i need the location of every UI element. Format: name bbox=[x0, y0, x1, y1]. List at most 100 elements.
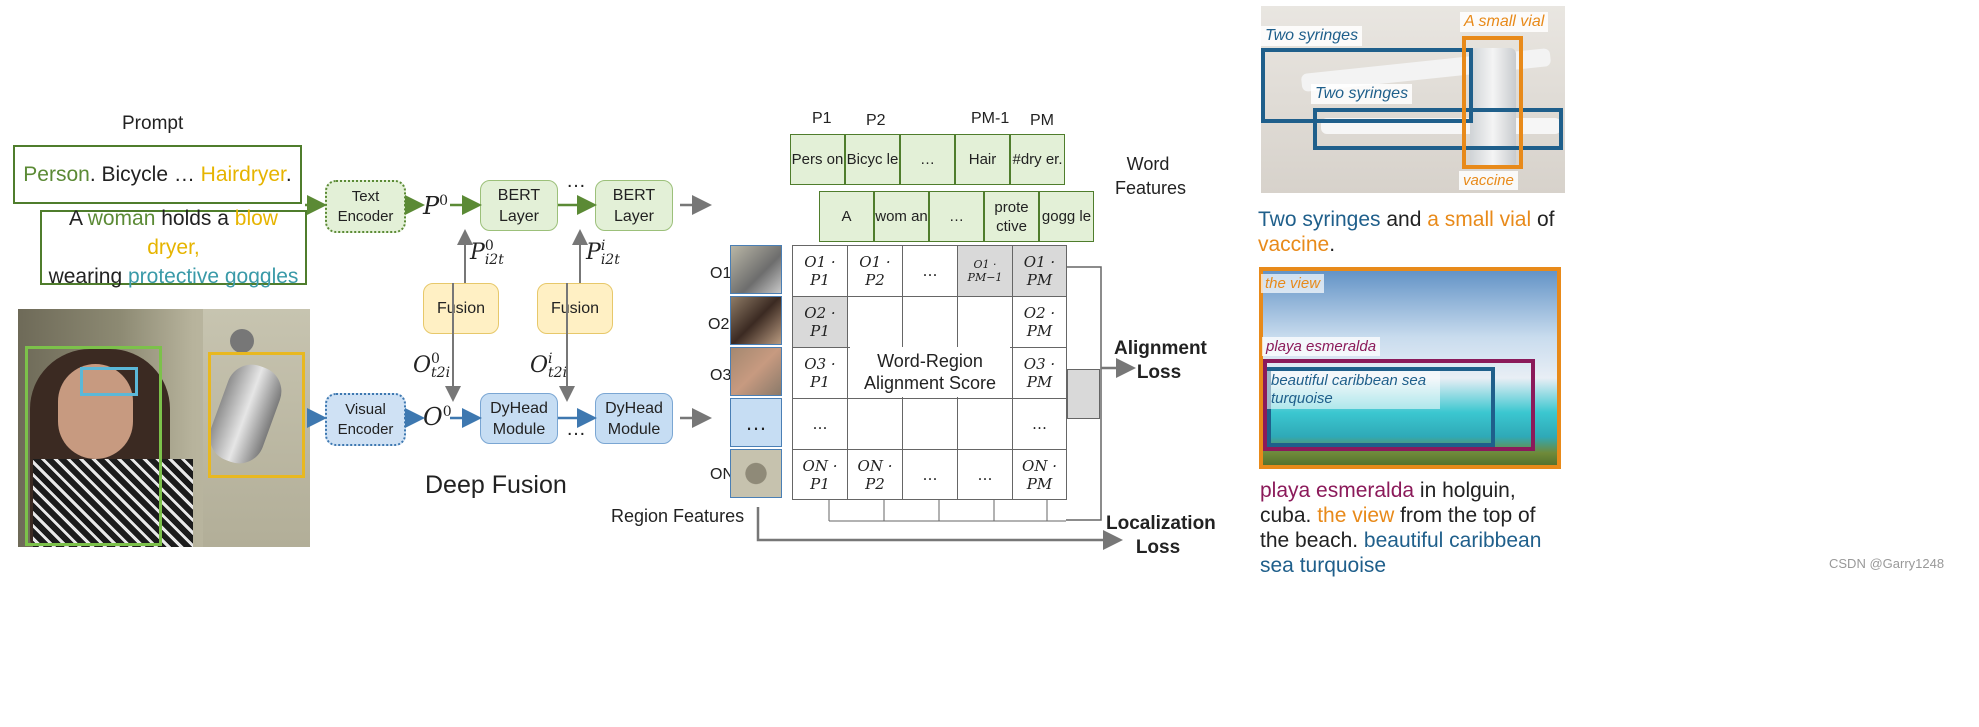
o-label-1: O1 bbox=[710, 265, 732, 282]
bbox-person bbox=[25, 346, 162, 546]
word-cell: Hair bbox=[955, 134, 1010, 185]
bbox-goggles bbox=[80, 367, 138, 396]
alignment-score-label: Word-Region Alignment Score bbox=[850, 347, 1010, 397]
matrix-cell: … bbox=[792, 398, 848, 450]
prompt-word-goggles: protective goggles bbox=[127, 265, 299, 288]
word-cell: gogg le bbox=[1039, 191, 1094, 242]
bbox-syringe-2 bbox=[1313, 108, 1563, 150]
region-features-label: Region Features bbox=[611, 506, 745, 526]
prompt-word-hairdryer: Hairdryer bbox=[200, 163, 286, 186]
bbox-syringe-1 bbox=[1261, 48, 1473, 123]
region-crop-ellipsis: … bbox=[730, 398, 782, 447]
matrix-cell: O3 · P1 bbox=[792, 347, 848, 399]
matrix-cell: ON · P1 bbox=[792, 449, 848, 500]
visual-encoder-label: Visual Encoder bbox=[337, 400, 394, 438]
matrix-cell bbox=[957, 398, 1013, 450]
matrix-cell bbox=[902, 398, 958, 450]
matrix-cell bbox=[957, 296, 1013, 348]
p-label-2: P2 bbox=[866, 112, 886, 129]
matrix-cell: ON · PM bbox=[1012, 449, 1067, 500]
matrix-cell: … bbox=[957, 449, 1013, 500]
tag-the-view: the view bbox=[1261, 274, 1325, 293]
matrix-cell: O2 · PM bbox=[1012, 296, 1067, 348]
bbox-the-view bbox=[1259, 267, 1561, 469]
fusion-block-2: Fusion bbox=[537, 283, 613, 334]
label-o0: O0 bbox=[423, 403, 452, 431]
prompt-word-woman: woman bbox=[87, 207, 156, 230]
matrix-cell: O1 · PM−1 bbox=[957, 245, 1013, 297]
tag-vaccine: vaccine bbox=[1459, 171, 1518, 190]
word-features-label: Word Features bbox=[1115, 154, 1187, 198]
bert-layer-2: BERT Layer bbox=[595, 180, 673, 231]
alignment-loss-label: Alignment Loss bbox=[1114, 338, 1207, 383]
visual-encoder: Visual Encoder bbox=[325, 393, 406, 446]
watermark: CSDN @Garry1248 bbox=[1829, 556, 1945, 571]
word-cell: prote ctive bbox=[984, 191, 1039, 242]
word-cell: A bbox=[819, 191, 874, 242]
prompt-text: . Bicycle … bbox=[89, 163, 201, 186]
fusion-block-1: Fusion bbox=[423, 283, 499, 334]
word-cell: … bbox=[929, 191, 984, 242]
matrix-cell: O3 · PM bbox=[1012, 347, 1067, 399]
word-row-1: Pers on Bicyc le … Hair #dry er. bbox=[790, 134, 1065, 185]
dyhead-module-2: DyHead Module bbox=[595, 393, 673, 444]
p-label-m: PM bbox=[1030, 112, 1054, 129]
text-encoder: Text Encoder bbox=[325, 180, 406, 233]
p-label-m-1: PM-1 bbox=[971, 110, 1010, 127]
example-image-1: Two syringes Two syringes A small vial v… bbox=[1261, 6, 1565, 193]
bbox-hairdryer bbox=[208, 352, 305, 478]
prompt-word-person: Person bbox=[23, 163, 90, 186]
o-label-2: O2 bbox=[708, 316, 730, 333]
p-label-1: P1 bbox=[812, 110, 832, 127]
prompt-text: wearing bbox=[48, 265, 128, 288]
text-encoder-label: Text Encoder bbox=[337, 187, 394, 225]
prompt-box-caption: A woman holds a blow dryer, wearing prot… bbox=[40, 207, 307, 288]
alignment-matrix: O1 · P1 O1 · P2 … O1 · PM−1 O1 · PM O2 ·… bbox=[792, 245, 1067, 500]
word-cell: Pers on bbox=[790, 134, 845, 185]
input-photo bbox=[18, 309, 310, 547]
o-label-n: ON bbox=[710, 466, 734, 483]
word-row-2: A wom an … prote ctive gogg le bbox=[819, 191, 1094, 242]
word-cell: Bicyc le bbox=[845, 134, 900, 185]
prompt-title: Prompt bbox=[122, 113, 184, 134]
prompt-text: holds a bbox=[155, 207, 235, 230]
prompt-text: . bbox=[285, 163, 292, 186]
tag-small-vial: A small vial bbox=[1460, 12, 1549, 32]
bbox-playa-esmeralda bbox=[1263, 359, 1535, 451]
matrix-cell: O1 · P2 bbox=[847, 245, 903, 297]
region-crop-n bbox=[730, 449, 782, 498]
matrix-cell bbox=[847, 398, 903, 450]
localization-loss-label: Localization Loss bbox=[1106, 513, 1216, 558]
tag-playa-esmeralda: playa esmeralda bbox=[1262, 337, 1381, 356]
prompt-word-blow-dryer: blow dryer, bbox=[147, 207, 278, 259]
deep-fusion-label: Deep Fusion bbox=[425, 471, 567, 499]
example-image-2: the view playa esmeralda beautiful carib… bbox=[1259, 267, 1561, 469]
matrix-cell: … bbox=[1012, 398, 1067, 450]
matrix-cell: … bbox=[902, 245, 958, 297]
tag-caribbean-sea: beautiful caribbean sea turquoise bbox=[1267, 371, 1440, 409]
matrix-cell bbox=[902, 296, 958, 348]
caption-2: playa esmeralda in holguin, cuba. the vi… bbox=[1260, 479, 1542, 577]
region-crop-1 bbox=[730, 245, 782, 294]
matrix-cell: … bbox=[902, 449, 958, 500]
tag-two-syringes-2: Two syringes bbox=[1311, 84, 1413, 104]
matrix-cell bbox=[847, 296, 903, 348]
o-label-3: O3 bbox=[710, 367, 732, 384]
prompt-box-categories: Person. Bicycle … Hairdryer. bbox=[13, 145, 302, 204]
dyhead-module-1: DyHead Module bbox=[480, 393, 558, 444]
word-cell: wom an bbox=[874, 191, 929, 242]
label-p0: P0 bbox=[423, 192, 449, 220]
caption-1: Two syringes and a small vial of vaccine… bbox=[1258, 208, 1555, 256]
bbox-vial bbox=[1462, 36, 1523, 169]
region-crop-3 bbox=[730, 347, 782, 396]
prompt-text: A bbox=[69, 207, 88, 230]
matrix-cell: ON · P2 bbox=[847, 449, 903, 500]
word-cell: #dry er. bbox=[1010, 134, 1065, 185]
matrix-cell: O2 · P1 bbox=[792, 296, 848, 348]
ellipsis-top: … bbox=[566, 170, 586, 192]
